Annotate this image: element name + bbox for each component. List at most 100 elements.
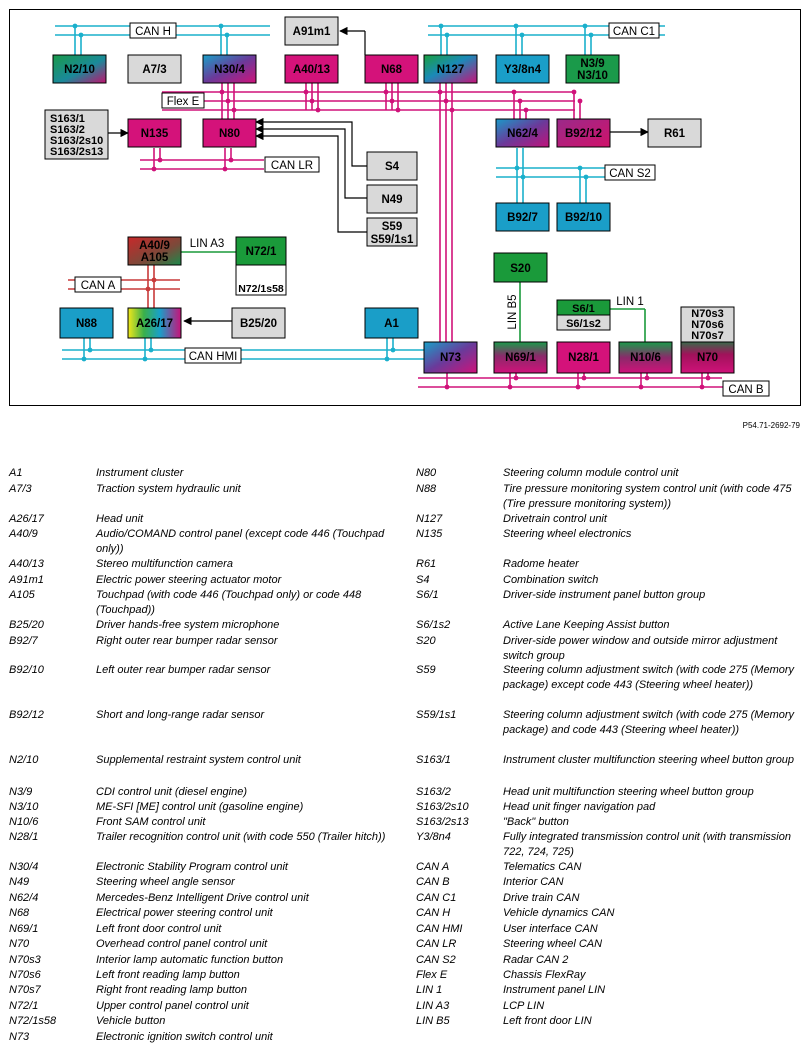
figure-reference: P54.71-2692-79 (742, 421, 800, 430)
legend-code: N72/1 (9, 1000, 39, 1012)
module-a40-9-label: A40/9 (139, 240, 170, 252)
module-s59-1s1-label: S59/1s1 (371, 234, 414, 246)
bus-label-can-b: CAN B (728, 384, 763, 396)
legend-description: Electronic ignition switch control unit (96, 1031, 273, 1043)
module-s6-1s2-box (556, 314, 611, 331)
bus-label-can-s2-box (604, 164, 656, 181)
legend-description: Traction system hydraulic unit (96, 483, 241, 495)
legend-code: S163/2 (416, 786, 451, 798)
legend-code: R61 (416, 558, 437, 570)
legend-code: B25/20 (9, 619, 44, 631)
legend-description: Driver-side instrument panel button grou… (503, 589, 706, 601)
module-n70s7-label: N70s7 (691, 330, 723, 342)
legend-code: CAN HMI (416, 923, 463, 935)
legend-code: N80 (416, 467, 437, 479)
bus-label-lin-b5: LIN B5 (507, 294, 519, 329)
module-s6-1-label: S6/1 (572, 303, 595, 315)
legend-code: Y3/8n4 (416, 831, 451, 843)
legend-description: Supplemental restraint system control un… (96, 754, 301, 766)
legend-code: N70s3 (9, 954, 41, 966)
legend-code: A1 (9, 467, 23, 479)
legend-description: Left front door control unit (96, 923, 222, 935)
module-n88-box (59, 307, 114, 339)
module-a1-label: A1 (384, 318, 399, 330)
module-n62-4-label: N62/4 (507, 128, 538, 140)
module-a91m1-label: A91m1 (293, 26, 331, 38)
legend-code: N3/9 (9, 786, 33, 798)
legend-code: N72/1s58 (9, 1015, 57, 1027)
module-s163-2s10-label: S163/2s10 (50, 135, 103, 147)
legend-code: A105 (9, 589, 35, 601)
diagram-frame (9, 9, 801, 406)
bus-label-flex-e-box (161, 92, 205, 109)
legend-code: CAN C1 (416, 892, 457, 904)
module-s20-label: S20 (510, 263, 530, 275)
legend-description: Touchpad (with code 446 (Touchpad only) … (96, 589, 362, 616)
legend-description: Vehicle dynamics CAN (503, 907, 615, 919)
legend-description: Instrument panel LIN (503, 984, 606, 996)
bus-label-lin-a3: LIN A3 (190, 238, 225, 250)
module-n30-4-box (202, 54, 257, 84)
module-n68-box (364, 54, 419, 84)
legend-code: S6/1 (416, 589, 439, 601)
legend-code: S6/1s2 (416, 619, 451, 631)
module-a40-9-box (127, 236, 182, 266)
module-s163-2s13-label: S163/2s13 (50, 146, 103, 158)
module-a7-3-box (127, 54, 182, 84)
legend-description: Driver hands-free system microphone (96, 619, 280, 631)
module-a105-label: A105 (141, 252, 169, 264)
legend-code: A40/9 (9, 528, 38, 540)
module-n69-1-box (493, 341, 548, 374)
legend-description: Head unit (96, 513, 144, 525)
network-topology-diagram: N2/10 A7/3 N30/4 A91m1 A40/13 N68 N127 Y… (0, 0, 811, 415)
legend-code: N127 (416, 513, 443, 525)
legend-description: ME-SFI [ME] control unit (gasoline engin… (96, 801, 304, 813)
module-s163-box (44, 109, 109, 160)
module-n10-6-label: N10/6 (630, 352, 661, 364)
module-r61-box (647, 118, 702, 148)
module-y3-8n4-label: Y3/8n4 (504, 64, 542, 76)
legend-description: Left outer rear bumper radar sensor (96, 664, 271, 676)
legend-description: LCP LIN (503, 1000, 545, 1012)
module-n72-1-box (235, 236, 287, 266)
bus-label-can-a-box (74, 276, 122, 293)
bus-label-can-h-box (129, 22, 177, 39)
legend-code: N68 (9, 907, 30, 919)
legend-code: S163/2s13 (416, 816, 469, 828)
module-n3-9-label: N3/9 (580, 58, 604, 70)
legend-code: S20 (416, 635, 436, 647)
module-b92-12-label: B92/12 (565, 128, 602, 140)
legend-code: S163/1 (416, 754, 451, 766)
legend-description: Radar CAN 2 (503, 954, 569, 966)
legend-description: Front SAM control unit (96, 816, 206, 828)
legend-description: Steering column adjustment switch (with … (503, 709, 795, 736)
module-s163-2-label: S163/2 (50, 124, 85, 136)
legend-code: N28/1 (9, 831, 39, 843)
legend-description: Drive train CAN (503, 892, 580, 904)
module-b25-20-label: B25/20 (240, 318, 277, 330)
module-a40-13-label: A40/13 (293, 64, 330, 76)
legend-code: S59/1s1 (416, 709, 457, 721)
legend-code: N62/4 (9, 892, 39, 904)
legend-description: Left front reading lamp button (96, 969, 240, 981)
module-n70-box (680, 341, 735, 374)
legend-code: N10/6 (9, 816, 39, 828)
legend-description: Audio/COMAND control panel (except code … (96, 528, 385, 555)
module-s6-1s2-label: S6/1s2 (566, 318, 601, 330)
legend-code: B92/7 (9, 635, 38, 647)
module-a91m1-box (284, 16, 339, 46)
legend-code: CAN A (416, 861, 450, 873)
module-n73-label: N73 (440, 352, 461, 364)
legend-description: Upper control panel control unit (96, 1000, 249, 1012)
bus-label-flex-e: Flex E (167, 96, 200, 108)
bus-label-can-a: CAN A (81, 280, 116, 292)
module-n3-9-box (565, 54, 620, 84)
module-b92-10-box (556, 202, 611, 232)
module-a26-17-box (127, 307, 182, 339)
module-n68-label: N68 (381, 64, 403, 76)
signal-arrows (108, 26, 649, 326)
legend-description: Electrical power steering control unit (96, 907, 273, 919)
legend-code: S163/2s10 (416, 801, 469, 813)
module-n80-label: N80 (219, 128, 240, 140)
module-s20-box (493, 252, 548, 283)
